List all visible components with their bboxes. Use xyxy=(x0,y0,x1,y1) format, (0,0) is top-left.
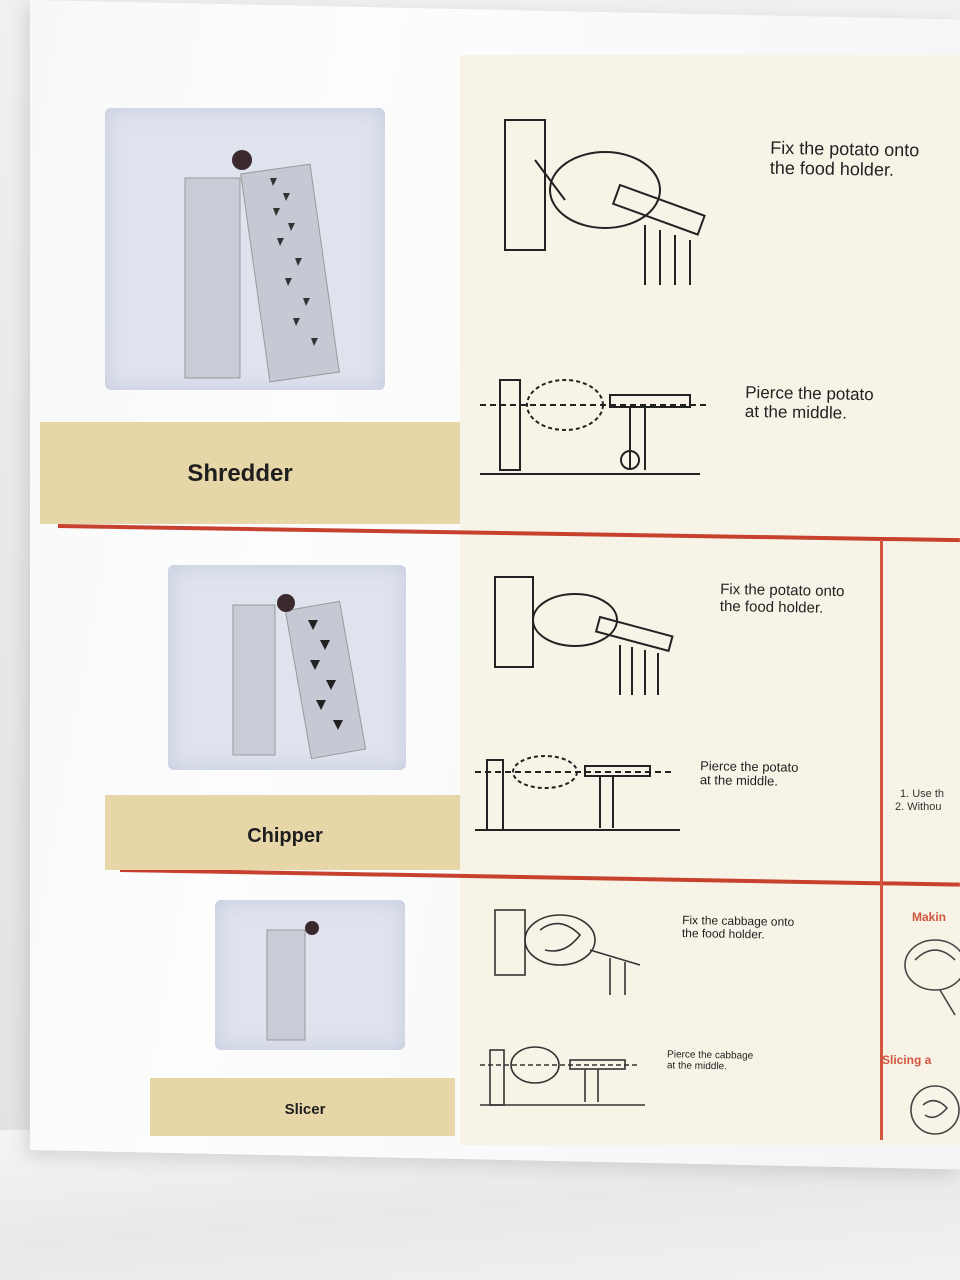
chipper-blade-image xyxy=(168,565,406,770)
usage-note-1: 1. Use th xyxy=(900,788,945,800)
potato-holder-diagram-1 xyxy=(504,119,706,285)
usage-note-2: 2. Withou xyxy=(895,801,942,813)
potato-holder-diagram-2 xyxy=(494,576,674,695)
step-caption-3b: Pierce the cabbage at the middle. xyxy=(666,1049,754,1073)
potato-pierce-diagram-2 xyxy=(475,755,680,831)
shredder-label: Shredder xyxy=(187,460,293,487)
step-caption-3a: Fix the cabbage onto the food holder. xyxy=(681,913,795,942)
shredder-blade-image xyxy=(105,108,385,390)
cabbage-pierce-diagram xyxy=(480,1046,645,1106)
step-caption-2a: Fix the potato onto the food holder. xyxy=(719,580,845,617)
step-caption-1a: Fix the potato onto the food holder. xyxy=(769,137,920,180)
chipper-label: Chipper xyxy=(247,825,323,847)
instruction-panel xyxy=(460,55,960,1145)
sliced-cabbage-illustration xyxy=(910,1085,960,1135)
slicer-label: Slicer xyxy=(284,1101,326,1118)
step-caption-1b: Pierce the potato at the middle. xyxy=(744,382,874,423)
step-caption-2b: Pierce the potato at the middle. xyxy=(699,758,799,789)
cabbage-holder-diagram xyxy=(494,909,641,995)
slicer-blade-image xyxy=(215,900,405,1050)
cabbage-illustration xyxy=(904,939,960,1016)
shredder-label-box xyxy=(40,422,460,524)
chipper-label-box xyxy=(105,795,460,870)
right-side-panel xyxy=(880,540,960,1140)
slicing-heading: Slicing a xyxy=(882,1053,932,1067)
slicer-label-box xyxy=(150,1078,455,1136)
making-heading: Makin xyxy=(912,910,947,924)
potato-pierce-diagram-1 xyxy=(480,379,710,475)
